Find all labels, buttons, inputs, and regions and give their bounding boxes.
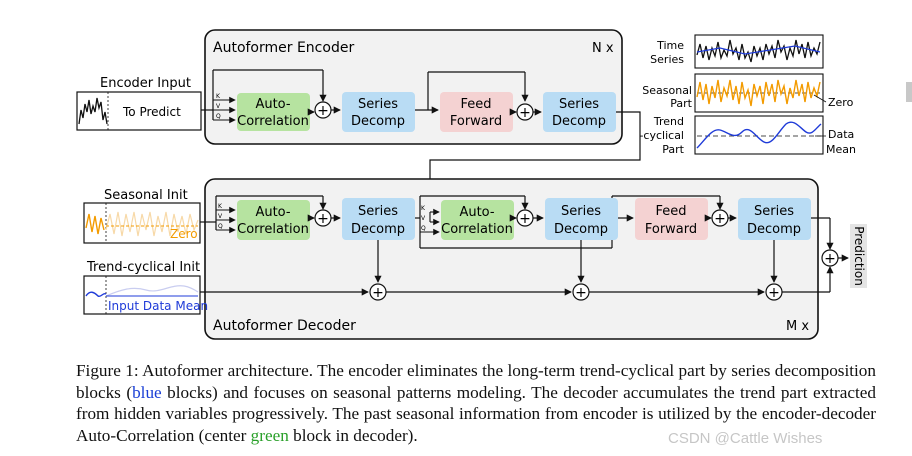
dec-ff-line2: Forward <box>645 222 697 237</box>
decoder-repeat: M x <box>786 319 809 334</box>
enc-autocorr-line2: Correlation <box>237 114 309 129</box>
enc-ff-line1: Feed <box>460 97 491 112</box>
autoformer-architecture-diagram: Autoformer Encoder N x Encoder Input To … <box>76 29 867 340</box>
caption-part-1: Figure 1: Autoformer architecture. The e… <box>76 361 876 402</box>
svg-text:+: + <box>372 285 384 301</box>
legend-trend-3: Part <box>662 143 684 156</box>
enc-ff-line2: Forward <box>450 114 502 129</box>
seasonal-init-label: Seasonal Init <box>104 188 188 203</box>
legend-seasonal-box <box>694 73 824 113</box>
dec-v-label-1: V <box>218 213 223 220</box>
encoder-input-label: Encoder Input <box>100 76 191 91</box>
svg-text:+: + <box>575 285 587 301</box>
trend-init-label: Trend-cyclical Init <box>86 260 200 275</box>
watermark: CSDN @Cattle Wishes <box>668 430 823 447</box>
scrollbar-thumb[interactable] <box>906 82 912 102</box>
dec-autocorr1-line1: Auto- <box>255 205 290 220</box>
legend-seasonal-line <box>696 79 821 107</box>
figure-caption: Figure 1: Autoformer architecture. The e… <box>76 360 876 446</box>
dec-decomp1-line1: Series <box>358 204 398 219</box>
legend-time-2: Series <box>650 53 684 66</box>
legend-seasonal-2: Part <box>670 97 692 110</box>
dec-q-label-2: Q <box>421 225 426 232</box>
dec-v-label-2: V <box>421 215 426 222</box>
caption-blue-word[interactable]: blue <box>132 382 162 402</box>
legend-trend-1: Trend <box>653 115 684 128</box>
decoder-title: Autoformer Decoder <box>213 318 356 334</box>
caption-green-word[interactable]: green <box>250 425 289 445</box>
enc-v-label: V <box>216 103 221 110</box>
decoder-autocorrelation-block-2 <box>441 200 514 240</box>
trend-init-box <box>83 275 201 315</box>
caption-part-3: block in decoder). <box>288 425 418 445</box>
dec-decomp1-line2: Decomp <box>351 222 405 237</box>
enc-autocorr-line1: Auto- <box>255 97 290 112</box>
enc-decomp1-line1: Series <box>358 97 398 112</box>
encoder-title: Autoformer Encoder <box>213 40 354 56</box>
dec-decomp3-line1: Series <box>754 204 794 219</box>
legend-trend-box <box>694 115 824 155</box>
svg-text:+: + <box>714 211 726 227</box>
dec-k-label-1: K <box>218 203 223 210</box>
svg-text:+: + <box>519 105 531 121</box>
encoder-input-series <box>78 97 108 125</box>
dec-decomp2-line1: Series <box>561 204 601 219</box>
zero-label: Zero <box>170 227 198 241</box>
dec-ff-line1: Feed <box>655 204 686 219</box>
enc-decomp2-line1: Series <box>559 97 599 112</box>
svg-text:+: + <box>824 251 836 267</box>
dec-k-label-2: K <box>421 205 426 212</box>
seasonal-init-series <box>85 213 105 235</box>
legend-time-1: Time <box>656 39 684 52</box>
decoder-series-decomp-block-2 <box>545 198 618 240</box>
prediction-label: Prediction <box>852 226 866 286</box>
to-predict-label: To Predict <box>122 105 181 119</box>
svg-text:+: + <box>768 285 780 301</box>
encoder-series-decomp-block-1 <box>342 92 415 132</box>
enc-decomp1-line2: Decomp <box>351 114 405 129</box>
dec-decomp2-line2: Decomp <box>554 222 608 237</box>
encoder-autocorrelation-block <box>237 93 310 131</box>
input-data-mean-label: Input Data Mean <box>108 299 208 313</box>
legend-trend-2: -cyclical <box>639 129 684 142</box>
enc-decomp2-line2: Decomp <box>552 114 606 129</box>
svg-text:+: + <box>317 211 329 227</box>
dec-autocorr1-line2: Correlation <box>237 222 309 237</box>
encoder-feed-forward-block <box>440 92 513 132</box>
decoder-autocorrelation-block-1 <box>237 200 310 240</box>
dec-autocorr2-line1: Auto- <box>459 205 494 220</box>
decoder-feed-forward-block <box>635 198 708 240</box>
legend-data-mean-2: Mean <box>826 143 856 156</box>
decoder-series-decomp-block-3 <box>738 198 811 240</box>
prediction-box <box>850 224 867 288</box>
dec-autocorr2-line2: Correlation <box>441 222 513 237</box>
dec-decomp3-line2: Decomp <box>747 222 801 237</box>
dec-q-label-1: Q <box>218 223 223 230</box>
svg-text:+: + <box>317 103 329 119</box>
legend-seasonal-1: Seasonal <box>642 84 692 97</box>
encoder-repeat: N x <box>592 41 614 56</box>
legend-zero-label: Zero <box>828 96 854 109</box>
enc-q-label: Q <box>216 113 221 120</box>
enc-k-label: K <box>216 93 221 100</box>
decoder-series-decomp-block-1 <box>342 198 415 240</box>
caption-part-2: blocks) and focuses on seasonal patterns… <box>76 382 876 445</box>
encoder-series-decomp-block-2 <box>543 92 616 132</box>
legend-trend-line <box>696 121 822 149</box>
legend-data-mean-1: Data <box>828 128 854 141</box>
svg-text:+: + <box>519 211 531 227</box>
